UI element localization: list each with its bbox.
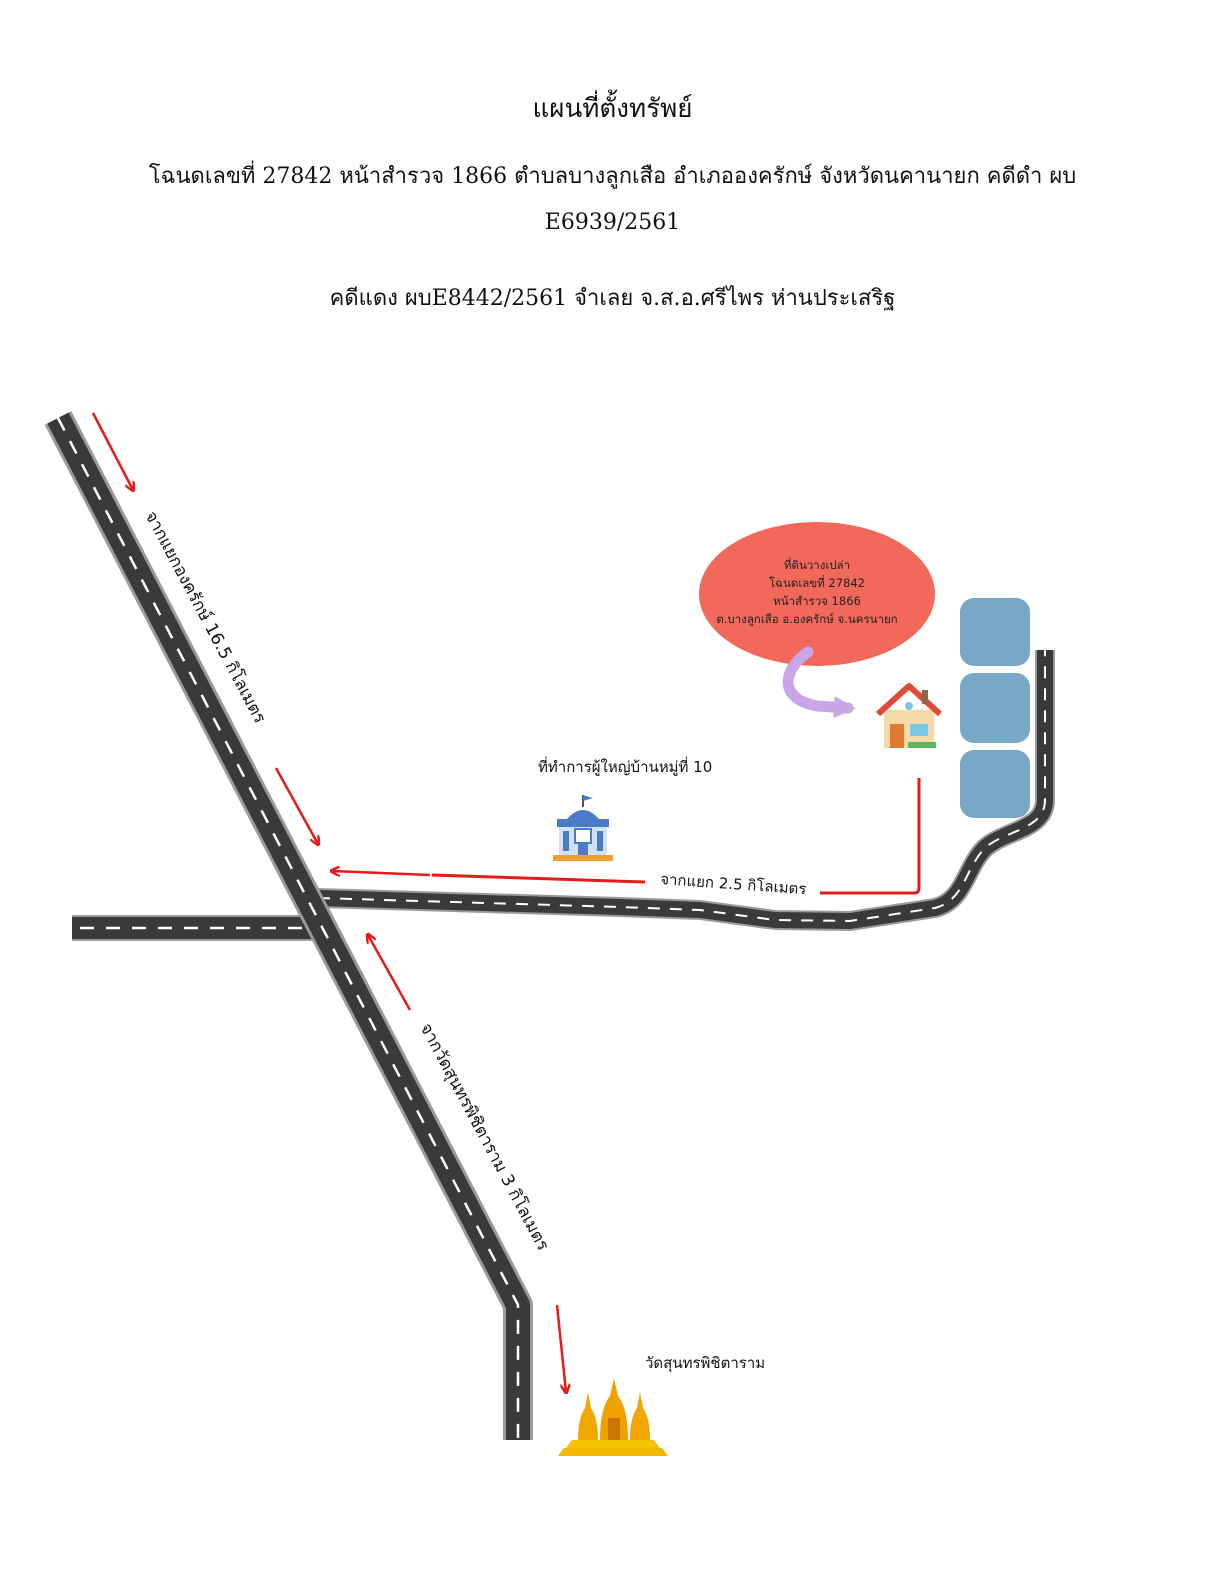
arrow-to-junction [274, 767, 318, 844]
page-title: แผนที่ตั้งทรัพย์ [532, 94, 693, 124]
government-building-icon [553, 795, 613, 861]
curve-arrow-icon [782, 646, 856, 719]
arrow-top-down [91, 412, 133, 490]
road-east [317, 650, 1055, 931]
house-icon [875, 683, 943, 748]
deed-info-line-2: E6939/2561 [544, 210, 681, 235]
pond-block [960, 598, 1030, 666]
direction-arrows [91, 412, 921, 1392]
bubble-line: ต.บางลูกเสือ อ.องครักษ์ จ.นครนายก [716, 612, 897, 626]
bubble-line: หน้าสำรวจ 1866 [773, 594, 861, 608]
label-village-office: ที่ทำการผู้ใหญ่บ้านหมู่ที่ 10 [538, 756, 712, 776]
bubble-line: ที่ดินวางเปล่า [784, 557, 850, 572]
label-from-junction: จากแยก 2.5 กิโลเมตร [660, 870, 807, 898]
arrow-to-temple [555, 1304, 566, 1392]
arrow-from-plot [820, 778, 921, 895]
ponds [960, 598, 1030, 818]
road-main-diagonal [44, 411, 533, 1440]
plot-info-bubble: ที่ดินวางเปล่า โฉนดเลขที่ 27842 หน้าสำรว… [699, 522, 935, 666]
case-info-line: คดีแดง ผบE8442/2561 จำเลย จ.ส.อ.ศรีไพร ห… [329, 286, 896, 311]
arrow-west-segment [431, 873, 646, 884]
deed-info-line-1: โฉนดเลขที่ 27842 หน้าสำรวจ 1866 ตำบลบางล… [148, 164, 1077, 189]
arrow-from-temple [368, 935, 412, 1011]
arrow-west-head [332, 871, 431, 875]
temple-icon [558, 1378, 668, 1456]
bubble-line: โฉนดเลขที่ 27842 [769, 575, 865, 590]
label-temple: วัดสุนทรพิชิตาราม [645, 1354, 765, 1373]
pond-block [960, 673, 1030, 743]
pond-block [960, 750, 1030, 818]
